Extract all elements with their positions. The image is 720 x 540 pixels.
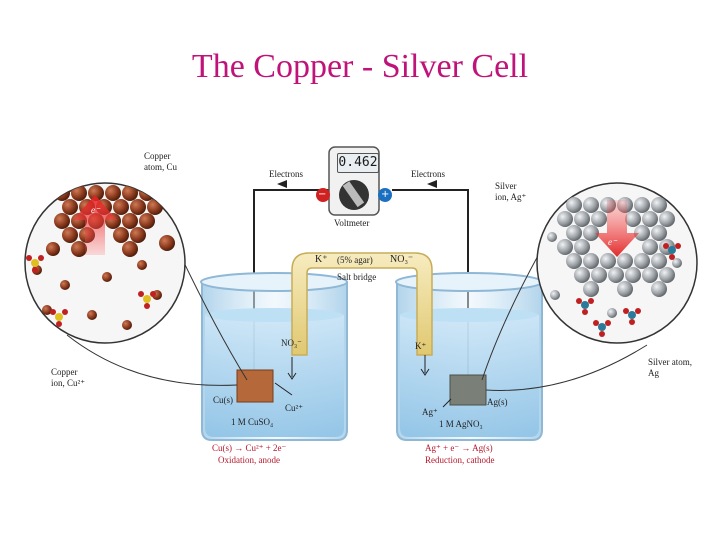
salt-bridge-agar: (5% agar) <box>337 255 373 265</box>
right-solution-label: 1 M AgNO₃ <box>439 419 483 429</box>
voltmeter-minus: − <box>318 189 327 200</box>
salt-bridge-label: Salt bridge <box>337 272 377 282</box>
right-electrode-label: Ag(s) <box>487 397 508 407</box>
right-beaker-k: K⁺ <box>415 341 427 351</box>
salt-bridge-no3-ion: NO₃⁻ <box>390 254 414 265</box>
oxidation-label: Oxidation, anode <box>218 455 280 465</box>
silver-electron-label: e⁻ <box>608 237 617 247</box>
voltmeter-plus: + <box>381 189 390 200</box>
salt-bridge-k-ion: K⁺ <box>315 254 328 265</box>
silver-electrode <box>449 374 487 406</box>
silver-ions <box>547 232 682 318</box>
nitrate-ions <box>576 243 681 337</box>
left-beaker-no3: NO₃⁻ <box>281 338 302 348</box>
oxidation-equation: Cu(s) → Cu²⁺ + 2e⁻ <box>212 443 287 453</box>
silver-ion-label-line2: ion, Ag⁺ <box>495 192 527 202</box>
left-solution-label: 1 M CuSO₄ <box>231 417 274 427</box>
copper-ion-label-line2: ion, Cu²⁺ <box>51 378 85 388</box>
electrochemical-cell-diagram: 0.462 − + Voltmeter Electrons Electrons … <box>7 145 713 468</box>
left-ion-label: Cu²⁺ <box>285 403 303 413</box>
silver-zoom-circle <box>536 182 698 344</box>
copper-electrode <box>236 369 274 403</box>
voltmeter-label: Voltmeter <box>334 218 370 228</box>
electron-flow-arrow <box>73 195 117 255</box>
silver-ion-label-line1: Silver <box>495 181 517 191</box>
sulfate-ions <box>26 255 156 327</box>
silver-atom-label-line2: Ag <box>648 368 659 378</box>
copper-ion-label-line1: Copper <box>51 367 78 377</box>
electron-flow-arrow <box>595 200 639 257</box>
right-beaker <box>395 272 543 441</box>
reduction-equation: Ag⁺ + e⁻ → Ag(s) <box>425 443 493 453</box>
silver-atom-label-line1: Silver atom, <box>648 357 692 367</box>
left-electrode-label: Cu(s) <box>213 395 233 405</box>
positive-terminal <box>378 188 392 202</box>
salt-bridge-tube <box>291 252 433 356</box>
right-ion-label: Ag⁺ <box>422 407 438 417</box>
slide-title: The Copper - Silver Cell <box>191 48 529 85</box>
copper-atom-label-line1: Copper <box>144 151 171 161</box>
copper-atom-label-line2: atom, Cu <box>144 162 177 172</box>
copper-electron-label: e⁻ <box>91 205 100 215</box>
left-beaker <box>200 272 348 441</box>
electrons-label-left: Electrons <box>269 169 303 179</box>
electrons-label-right: Electrons <box>411 169 445 179</box>
cell-illustration <box>24 146 698 441</box>
copper-zoom-circle <box>24 182 186 344</box>
reduction-label: Reduction, cathode <box>425 455 495 465</box>
voltmeter-reading: 0.462 <box>337 153 379 173</box>
negative-terminal <box>316 188 330 202</box>
